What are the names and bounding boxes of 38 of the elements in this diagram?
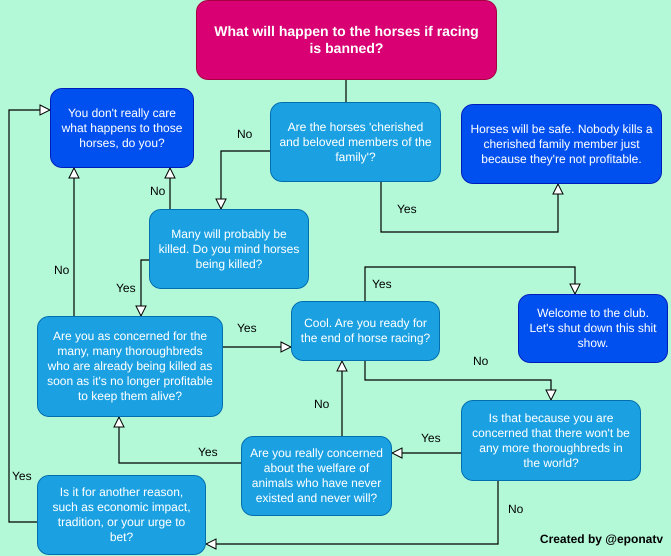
outcome-box: Horses will be safe. Nobody kills a cherished family member just because they're not profitable. [461, 104, 662, 184]
edge-label: No [237, 128, 252, 140]
connector-arrow [114, 416, 241, 464]
edge-label: Yes [116, 282, 136, 294]
question-box: Are the horses 'cherished and beloved members of the family'? [270, 102, 441, 182]
question-box: Many will probably be killed. Do you mind horses being killed? [149, 209, 309, 289]
connector-arrow [136, 259, 149, 316]
connector-arrow [364, 266, 580, 301]
edge-label: Yes [237, 322, 257, 334]
question-box: Are you really concerned about the welfare of animals who have never existed and never will? [241, 436, 392, 516]
connector-arrow [68, 168, 80, 316]
connector-arrow [164, 168, 176, 209]
connector-arrow [223, 342, 292, 352]
edge-label: No [473, 355, 488, 367]
edge-label: No [150, 185, 166, 197]
credit-note: Created by @eponatv [540, 531, 663, 548]
connector-arrow [216, 150, 270, 210]
connector-arrow [392, 448, 461, 458]
question-box: Is it for another reason, such as economic impact, tradition, or your urge to bet? [37, 475, 206, 555]
edge-label: Yes [372, 278, 392, 290]
title-box: What will happen to the horses if racing is banned? [196, 0, 497, 80]
edge-label: Yes [397, 203, 417, 215]
question-box: Cool. Are you ready for the end of horse racing? [291, 301, 440, 361]
question-box: Are you as concerned for the many, many thoroughbreds who are already being killed as soon as it's no longer profitable to keep them alive? [37, 316, 223, 417]
edge-label: Yes [198, 446, 218, 458]
edge-label: No [508, 503, 524, 515]
edge-label: Yes [421, 432, 441, 444]
connector-arrow [206, 481, 499, 550]
outcome-box: Welcome to the club. Let's shut down this shit show. [518, 294, 668, 363]
connector-arrow [380, 182, 564, 233]
connector-arrow [336, 360, 348, 436]
edge-label: No [314, 398, 330, 410]
connector-arrow [364, 361, 556, 400]
edge-label: Yes [12, 470, 32, 482]
question-box: Is that because you are concerned that there won't be any more thoroughbreds in the world? [461, 400, 641, 481]
outcome-box: You don't really care what happens to those horses, do you? [50, 88, 194, 168]
connector-arrow [8, 104, 50, 523]
edge-label: No [54, 264, 70, 276]
